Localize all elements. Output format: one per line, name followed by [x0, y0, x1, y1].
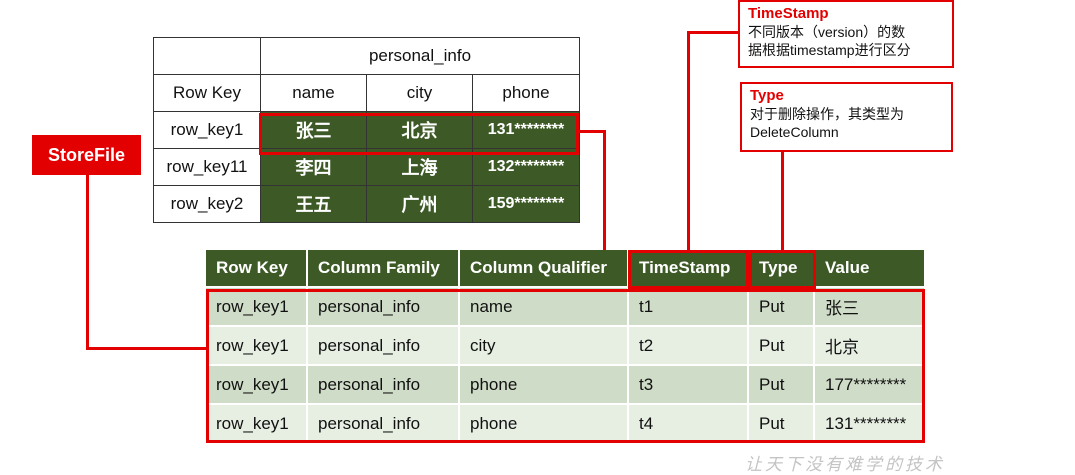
header-cell: Column Qualifier: [459, 250, 629, 287]
header-cell: name: [260, 74, 367, 112]
empty-corner-cell: [153, 37, 261, 75]
cell: name: [459, 286, 629, 326]
cell: personal_info: [307, 286, 460, 326]
connector-line: [687, 31, 690, 252]
cell: 张三: [814, 286, 924, 326]
header-cell: city: [366, 74, 473, 112]
cell: row_key1: [206, 364, 308, 404]
cell: personal_info: [307, 364, 460, 404]
cell: row_key1: [206, 403, 308, 443]
table-row: row_key1 personal_info phone t3 Put 177*…: [206, 364, 924, 404]
header-cell: Column Family: [307, 250, 460, 287]
cell: Put: [748, 403, 815, 443]
type-note-line: DeleteColumn: [750, 124, 839, 140]
timestamp-note-title: TimeStamp: [748, 5, 829, 22]
cell: Put: [748, 364, 815, 404]
connector-line: [86, 347, 208, 350]
connector-line: [781, 150, 784, 251]
row-key1-highlight: [259, 113, 579, 155]
cell: row_key1: [206, 325, 308, 365]
timestamp-note-line: 不同版本（version）的数: [748, 24, 906, 40]
header-cell: Row Key: [153, 74, 261, 112]
cell: 北京: [814, 325, 924, 365]
connector-line: [603, 130, 606, 250]
table-row: row_key1 personal_info city t2 Put 北京: [206, 325, 924, 365]
timestamp-header-highlight: [628, 250, 749, 289]
type-note-line: 对于删除操作，其类型为: [750, 106, 904, 122]
header-cell: Row Key: [206, 250, 308, 287]
connector-line: [687, 31, 740, 34]
cell: 131********: [814, 403, 924, 443]
timestamp-note: TimeStamp 不同版本（version）的数 据根据timestamp进行…: [738, 0, 954, 68]
cell: phone: [459, 403, 629, 443]
cell: city: [459, 325, 629, 365]
table-row: row_key1 personal_info phone t4 Put 131*…: [206, 403, 924, 443]
data-cell: 159********: [472, 185, 580, 223]
cell: row_key1: [206, 286, 308, 326]
watermark: 让天下没有难学的技术: [745, 455, 945, 475]
cell: Put: [748, 325, 815, 365]
cell: t4: [628, 403, 749, 443]
data-cell: 王五: [260, 185, 367, 223]
cell: personal_info: [307, 325, 460, 365]
header-cell: phone: [472, 74, 580, 112]
type-note-title: Type: [750, 87, 784, 104]
cell: t1: [628, 286, 749, 326]
timestamp-note-line: 据根据timestamp进行区分: [748, 42, 911, 58]
row-key-cell: row_key11: [153, 148, 261, 186]
connector-line: [86, 174, 89, 349]
data-cell: 广州: [366, 185, 473, 223]
row-key-cell: row_key1: [153, 111, 261, 149]
cell: personal_info: [307, 403, 460, 443]
table-row: row_key1 personal_info name t1 Put 张三: [206, 286, 924, 326]
type-note: Type 对于删除操作，其类型为 DeleteColumn: [740, 82, 953, 152]
cell: Put: [748, 286, 815, 326]
column-family-header: personal_info: [260, 37, 580, 75]
header-cell: TimeStamp: [628, 250, 749, 287]
storefile-label: StoreFile: [32, 135, 141, 175]
header-cell: Value: [814, 250, 924, 287]
keyvalue-cell-table: Row Key Column Family Column Qualifier T…: [206, 250, 924, 443]
data-cell: 张三: [260, 111, 367, 149]
data-cell: 北京: [366, 111, 473, 149]
type-header-highlight: [749, 250, 816, 289]
cell: t3: [628, 364, 749, 404]
cell: phone: [459, 364, 629, 404]
cell: t2: [628, 325, 749, 365]
row-key-cell: row_key2: [153, 185, 261, 223]
cells-highlight: [206, 289, 925, 443]
data-cell: 131********: [472, 111, 580, 149]
cell: 177********: [814, 364, 924, 404]
connector-line: [577, 130, 605, 133]
